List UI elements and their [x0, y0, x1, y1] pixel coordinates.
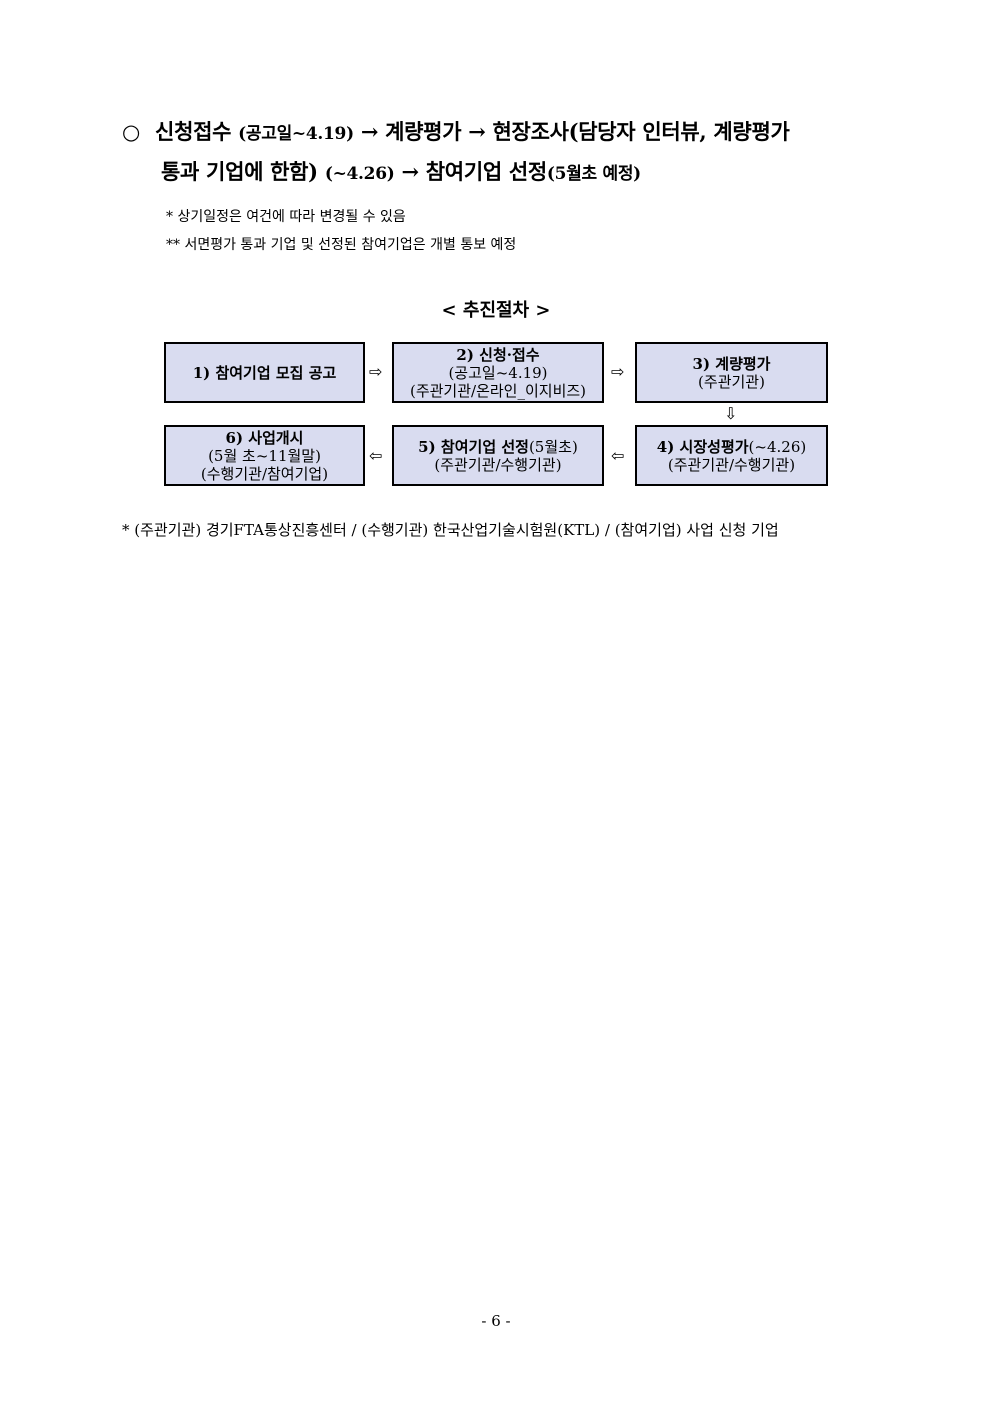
arrow-down-icon: ⇩: [724, 404, 738, 423]
step-subtitle: (주관기관/수행기관): [434, 455, 562, 474]
summary-site-period: (~4.26): [324, 164, 395, 184]
step-title: 3) 계량평가: [692, 354, 771, 373]
arrow-right-icon: ⇨: [369, 362, 383, 381]
arrow-left-icon: ⇦: [369, 446, 383, 465]
step-title-line: 4) 시장성평가(~4.26): [657, 438, 806, 456]
summary-step-apply: 신청접수: [155, 119, 232, 144]
page-number: - 6 -: [481, 1312, 511, 1330]
arrow-right-icon: ⇨: [611, 362, 625, 381]
note-schedule: * 상기일정은 여건에 따라 변경될 수 있음: [166, 209, 406, 225]
step-title: 1) 참여기업 모집 공고: [192, 363, 337, 382]
step-title: 5) 참여기업 선정: [418, 437, 529, 456]
step-title-line: 5) 참여기업 선정(5월초): [418, 438, 578, 456]
summary-select-period: (5월초 예정): [546, 164, 641, 184]
diagram-caption: < 추진절차 >: [441, 300, 551, 321]
summary-line-1: ○ 신청접수 (공고일~4.19) → 계량평가 → 현장조사(담당자 인터뷰,…: [122, 116, 790, 146]
step-title: 4) 시장성평가: [656, 437, 749, 456]
step-title: 2) 신청·접수: [456, 345, 540, 364]
note-notification: ** 서면평가 통과 기업 및 선정된 참여기업은 개별 통보 예정: [166, 237, 517, 253]
step-title: 6) 사업개시: [225, 428, 304, 447]
bullet-mark: ○: [122, 119, 141, 144]
summary-step-select: → 참여기업 선정: [401, 159, 547, 184]
step-box-market-eval: 4) 시장성평가(~4.26) (주관기관/수행기관): [635, 425, 828, 486]
arrow-left-icon: ⇦: [611, 446, 625, 465]
step-subtitle: (5월 초~11월말): [208, 446, 321, 465]
step-title-period: (5월초): [528, 437, 578, 456]
summary-scope: 통과 기업에 한함): [161, 159, 318, 184]
step-subtitle: (공고일~4.19): [448, 363, 548, 382]
step-box-recruit: 1) 참여기업 모집 공고: [164, 342, 365, 403]
step-box-apply: 2) 신청·접수 (공고일~4.19) (주관기관/온라인_이지비즈): [392, 342, 604, 403]
step-subtitle: (수행기관/참여기업): [200, 464, 329, 483]
step-box-launch: 6) 사업개시 (5월 초~11월말) (수행기관/참여기업): [164, 425, 365, 486]
step-subtitle: (주관기관): [698, 372, 765, 391]
summary-apply-period: (공고일~4.19): [238, 124, 354, 144]
step-box-quant-eval: 3) 계량평가 (주관기관): [635, 342, 828, 403]
step-subtitle: (주관기관/온라인_이지비즈): [409, 381, 587, 400]
step-box-selection: 5) 참여기업 선정(5월초) (주관기관/수행기관): [392, 425, 604, 486]
summary-steps-rest: → 계량평가 → 현장조사(담당자 인터뷰, 계량평가: [360, 119, 790, 144]
footnote-organizations: * (주관기관) 경기FTA통상진흥센터 / (수행기관) 한국산업기술시험원(…: [122, 521, 779, 539]
summary-line-2: 통과 기업에 한함) (~4.26) → 참여기업 선정(5월초 예정): [161, 156, 641, 186]
step-title-period: (~4.26): [748, 437, 807, 456]
step-subtitle: (주관기관/수행기관): [667, 455, 796, 474]
